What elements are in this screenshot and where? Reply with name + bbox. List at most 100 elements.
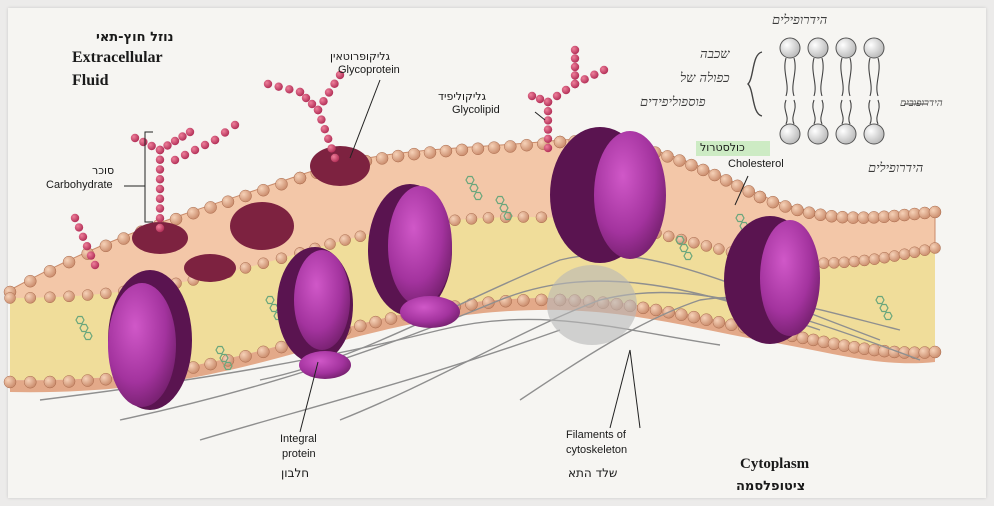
phospholipid-head — [930, 243, 941, 254]
phospholipid-head — [818, 336, 830, 348]
sugar-bead — [156, 156, 164, 164]
phospholipid-head — [376, 152, 388, 164]
phospholipid-head — [258, 258, 269, 269]
phospholipid-head — [650, 304, 662, 316]
phospholipid-head — [82, 375, 94, 387]
phospholipid-head — [340, 235, 351, 246]
phospholipid-head — [82, 290, 93, 301]
sugar-bead — [544, 116, 552, 124]
sugar-bead — [181, 151, 189, 159]
sugar-bead — [324, 135, 332, 143]
sugar-bead — [87, 251, 95, 259]
lipid-head-top — [864, 38, 884, 58]
sugar-bead — [536, 95, 544, 103]
phospholipid-head — [791, 204, 803, 216]
phospholipid-head — [100, 240, 112, 252]
phospholipid-head — [25, 292, 36, 303]
phospholipid-head — [100, 373, 112, 385]
sugar-bead — [544, 98, 552, 106]
phospholipid-head — [4, 376, 16, 388]
integral-protein-label-2: protein — [282, 448, 316, 460]
sugar-bead — [131, 134, 139, 142]
sugar-bead — [83, 242, 91, 250]
sugar-bead — [331, 154, 339, 162]
phospholipid-head — [663, 231, 674, 242]
phospholipid-head — [826, 210, 838, 222]
extracellular-label-he: נוזל חוץ-תאי — [96, 30, 174, 45]
phospholipid-head — [355, 231, 366, 242]
sugar-bead — [553, 92, 561, 100]
note-hydrophilic-top: הידרופילים — [772, 12, 827, 28]
sugar-bead — [544, 107, 552, 115]
phospholipid-head — [688, 311, 700, 323]
integral-protein-label-he: חלבון — [281, 466, 309, 480]
phospholipid-head — [847, 212, 859, 224]
phospholipid-head — [674, 155, 686, 167]
sugar-bead — [156, 185, 164, 193]
phospholipid-head — [240, 262, 251, 273]
phospholipid-head — [536, 212, 547, 223]
phospholipid-head — [869, 254, 880, 265]
sugar-bead — [201, 141, 209, 149]
lipid-tail-top — [869, 58, 879, 96]
lipid-head-bottom — [780, 124, 800, 144]
phospholipid-head — [325, 239, 336, 250]
phospholipid-head — [24, 275, 36, 287]
phospholipid-head — [472, 143, 484, 155]
phospholipid-head — [44, 292, 55, 303]
carbohydrate-label-en: Carbohydrate — [46, 179, 113, 191]
filaments-label-1: Filaments of — [566, 429, 626, 441]
phospholipid-head — [713, 316, 725, 328]
sugar-bead — [330, 80, 338, 88]
glycolipid-label-he: גליקוליפיד — [438, 90, 486, 103]
phospholipid-head — [187, 207, 199, 219]
note-bilayer-1: שכבה — [700, 46, 729, 62]
cytoskeleton-shadow-blob — [547, 265, 637, 345]
lipid-tail-top — [841, 58, 851, 96]
sugar-bead — [544, 135, 552, 143]
phospholipid-head — [517, 294, 529, 306]
phospholipid-head — [385, 313, 397, 325]
phospholipid-head — [700, 314, 712, 326]
phospholipid-head — [408, 148, 420, 160]
sugar-bead — [156, 204, 164, 212]
phospholipid-head — [222, 354, 234, 366]
sugar-bead — [156, 224, 164, 232]
phospholipid-head — [701, 240, 712, 251]
sugar-bead — [91, 261, 99, 269]
phospholipid-head — [392, 150, 404, 162]
integral-protein-label-1: Integral — [280, 433, 317, 445]
sugar-bead — [191, 146, 199, 154]
sugar-bead — [156, 146, 164, 154]
phospholipid-head — [440, 145, 452, 157]
phospholipid-head — [879, 252, 890, 263]
phospholipid-head — [170, 213, 182, 225]
phospholipid-head — [257, 346, 269, 358]
phospholipid-head — [839, 257, 850, 268]
phospholipid-head — [713, 244, 724, 255]
phospholipid-head — [483, 212, 494, 223]
phospholipid-head — [929, 206, 941, 218]
sugar-bead — [156, 195, 164, 203]
cholesterol-label-he: כולסטרול — [700, 141, 745, 154]
phospholipid-head — [44, 265, 56, 277]
phospholipid-head — [828, 338, 840, 350]
sugar-bead — [75, 223, 83, 231]
sugar-bead — [571, 63, 579, 71]
phospholipid-head — [294, 172, 306, 184]
phospholipid-head — [240, 350, 252, 362]
phospholipid-head — [807, 334, 819, 346]
sugar-bead — [296, 88, 304, 96]
sugar-bead — [314, 106, 322, 114]
lipid-tail-bottom — [813, 100, 823, 124]
sugar-bead — [321, 125, 329, 133]
phospholipid-head — [370, 316, 382, 328]
phospholipid-head — [815, 209, 827, 221]
note-bilayer-2: כפולה של — [680, 70, 730, 86]
phospholipid-head — [849, 256, 860, 267]
phospholipid-head — [685, 159, 697, 171]
lipid-head-bottom — [808, 124, 828, 144]
phospholipid-head — [276, 253, 287, 264]
sugar-bead — [571, 54, 579, 62]
